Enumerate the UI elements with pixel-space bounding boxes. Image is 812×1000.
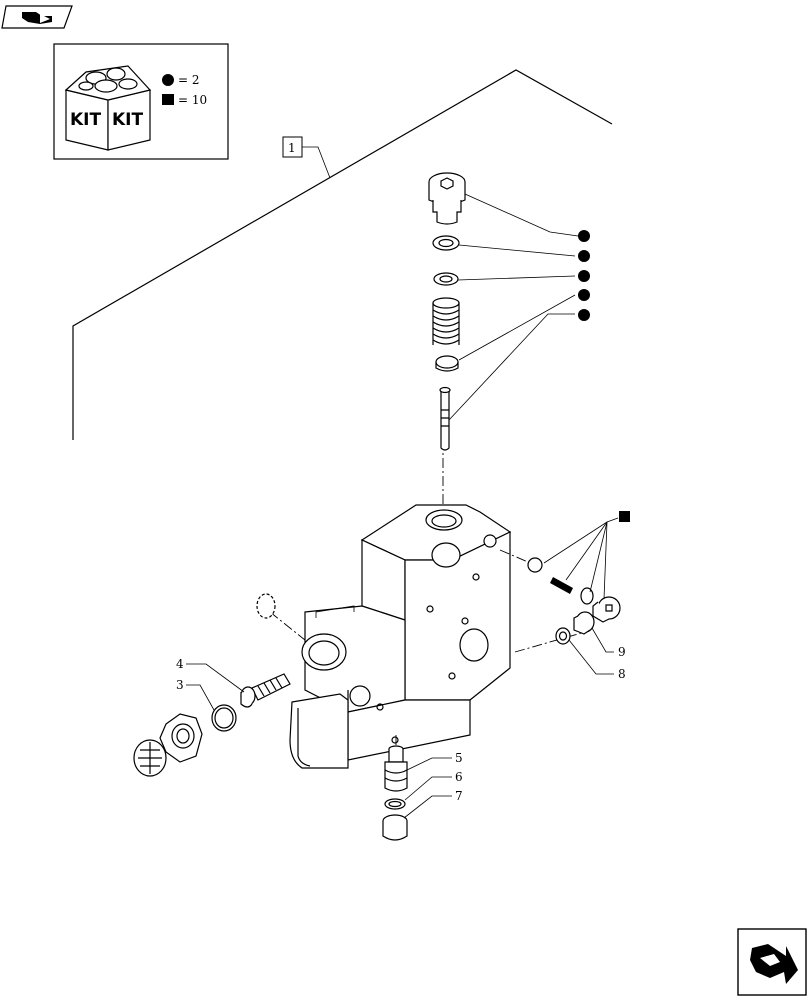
- leader-line: [457, 275, 576, 281]
- plug-part-9: [573, 611, 595, 635]
- arrow-back-icon[interactable]: [1, 5, 73, 29]
- kit-square-marker: [619, 511, 630, 522]
- end-cap: [133, 739, 167, 777]
- ball: [527, 557, 543, 573]
- plug-right: [592, 596, 621, 623]
- o-ring-right: [580, 587, 594, 605]
- leader-line: [458, 244, 576, 257]
- o-ring-upper: [432, 235, 460, 251]
- o-ring-part-8: [555, 627, 571, 645]
- kit-circle-marker: [578, 250, 590, 262]
- leader-line: [568, 639, 614, 675]
- arrow-next-icon[interactable]: [737, 928, 807, 996]
- assembly-reference-number: 1: [288, 141, 296, 155]
- leader-line: [186, 663, 245, 693]
- spring-seat: [435, 355, 459, 372]
- hex-plug: [159, 713, 203, 763]
- leader-line: [448, 313, 575, 421]
- leader-line: [404, 776, 452, 801]
- filter-insert: [256, 593, 276, 619]
- callout-5: 5: [455, 751, 463, 765]
- small-spring: [550, 577, 573, 594]
- cartridge-part-5: [384, 745, 408, 792]
- cartridge-part-4: [240, 673, 291, 708]
- kit-box-icon: [64, 65, 152, 151]
- leader-line: [565, 521, 608, 581]
- o-ring-part-6: [384, 798, 406, 810]
- assembly-reference: 1: [282, 136, 331, 179]
- callout-3: 3: [176, 678, 184, 692]
- leader-line: [591, 627, 614, 653]
- kit-circle-marker: [578, 289, 590, 301]
- o-ring-part-3: [211, 704, 237, 732]
- callout-6: 6: [455, 770, 463, 784]
- leader-line: [403, 795, 452, 819]
- callout-4: 4: [176, 657, 184, 671]
- kit-legend: KIT KIT = 2 = 10: [53, 43, 229, 160]
- poppet-pin: [439, 386, 451, 451]
- callout-7: 7: [455, 789, 463, 803]
- leader-line: [603, 521, 608, 600]
- guide-line: [514, 631, 586, 653]
- kit-circle-marker: [578, 270, 590, 282]
- circle-symbol: [162, 74, 174, 86]
- kit-circle-marker: [578, 230, 590, 242]
- leader-line: [464, 193, 579, 237]
- cap-screw: [428, 172, 466, 225]
- leader-line: [406, 757, 452, 771]
- leader-line: [458, 294, 576, 361]
- kit-label-right: KIT: [112, 110, 143, 130]
- kit-label-left: KIT: [70, 110, 101, 130]
- assembly-bracket: [72, 69, 613, 440]
- kit-circle-marker: [578, 309, 590, 321]
- valve-body: [289, 504, 512, 769]
- o-ring-lower: [433, 272, 459, 286]
- callout-8: 8: [618, 667, 626, 681]
- plug-part-7: [382, 814, 408, 841]
- leader-line: [589, 521, 608, 593]
- valve-spring: [432, 297, 460, 345]
- leader-line: [186, 684, 215, 711]
- callout-9: 9: [618, 645, 626, 659]
- circle-quantity: = 2: [178, 73, 200, 87]
- square-symbol: [162, 94, 174, 105]
- guide-line: [269, 611, 306, 641]
- square-quantity: = 10: [178, 93, 207, 107]
